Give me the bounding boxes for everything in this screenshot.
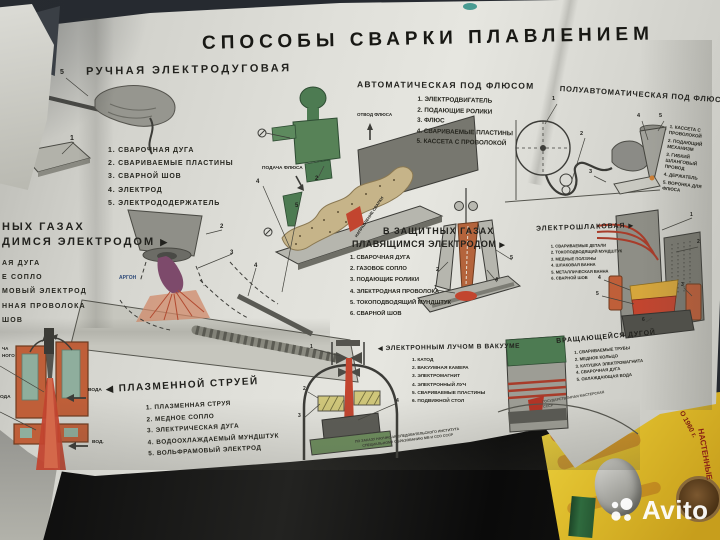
bag-text: НАСТЕННЫЕ (696, 427, 714, 481)
callout-number: 4 (637, 113, 641, 119)
label-gas-fragment: НОГО (2, 353, 15, 358)
label-water-fragment: ОДА (0, 395, 11, 400)
callout-number: 2 (697, 239, 700, 245)
section-title-gas-nonconsumable-line1: НЫХ ГАЗАХ (2, 221, 85, 233)
callout-number: 5 (295, 203, 299, 209)
legend-item: 2. ГАЗОВОЕ СОПЛО (350, 266, 407, 273)
arrow-left-icon: ◀ (377, 346, 384, 353)
callout-number: 6 (642, 317, 645, 323)
callout-number: 4 (396, 398, 399, 404)
legend-semi-auto-flux: 1. КАССЕТА С ПРОВОЛОКОЙ 2. ПОДАЮЩИЙ МЕХА… (662, 124, 720, 197)
label-water: ВОДА (88, 388, 102, 393)
legend-item: Е СОПЛО (2, 274, 43, 282)
legend-gas-consumable: 1. СВАРОЧНАЯ ДУГА 2. ГАЗОВОЕ СОПЛО 3. ПО… (350, 253, 451, 320)
section-title-text: ПЛАВЯЩИМСЯ ЭЛЕКТРОДОМ (352, 239, 497, 249)
label-gas-fragment: ЧА (2, 346, 9, 351)
section-title-gas-consumable-line1: В ЗАЩИТНЫХ ГАЗАХ (383, 226, 495, 236)
bag-text: О 1960 г. (677, 410, 698, 439)
callout-number: 1 (434, 285, 438, 291)
legend-rotating-arc: 1. СВАРИВАЕМЫЕ ТРУБЫ 2. МЕДНОЕ КОЛЬЦО 3.… (574, 344, 645, 384)
legend-ebeam: 1. КАТОД 2. ВАКУУМНАЯ КАМЕРА 3. ЭЛЕКТРОМ… (412, 357, 485, 406)
callout-number: 1 (70, 135, 74, 142)
avito-watermark: Avito (609, 495, 709, 526)
callout-number: 2 (220, 224, 224, 230)
legend-item: МОВЫЙ ЭЛЕКТРОД (2, 288, 87, 296)
legend-item: 1. СВАРОЧНАЯ ДУГА (350, 255, 411, 261)
label-flux-feed: ПОДАЧА ФЛЮСА (262, 166, 303, 171)
legend-manual-arc: 1. СВАРОЧНАЯ ДУГА 2. СВАРИВАЕМЫЕ ПЛАСТИН… (108, 144, 233, 210)
legend-item: 3. ЭЛЕКТРОМАГНИТ (412, 374, 460, 380)
legend-item: 5. СВАРИВАЕМЫЕ ПЛАСТИНЫ (412, 390, 486, 396)
callout-number: 3 (589, 169, 593, 175)
legend-item: ШОВ (2, 316, 24, 324)
legend-gas-nonconsumable: АЯ ДУГА Е СОПЛО МОВЫЙ ЭЛЕКТРОД ННАЯ ПРОВ… (2, 257, 87, 328)
legend-item: 3. СВАРНОЙ ШОВ (108, 173, 182, 181)
legend-item: 4. ЭЛЕКТРОДНАЯ ПРОВОЛОКА (350, 288, 440, 295)
green-book (568, 496, 596, 538)
callout-number: 2 (580, 131, 584, 137)
callout-number: 5 (659, 113, 663, 119)
callout-number: 2 (436, 267, 440, 273)
callout-number: 1 (552, 96, 556, 102)
legend-item: 6. СВАРНОЙ ШОВ (350, 311, 402, 318)
arrow-right-icon: ▶ (499, 242, 506, 249)
legend-item: 3. ПОДАЮЩИЕ РОЛИКИ (350, 277, 419, 284)
section-title-text: ЭЛЕКТРОННЫМ ЛУЧОМ В ВАКУУМЕ (385, 342, 521, 353)
legend-auto-flux: 1. ЭЛЕКТРОДВИГАТЕЛЬ 2. ПОДАЮЩИЕ РОЛИКИ 3… (416, 95, 514, 150)
legend-item: 4. ЭЛЕКТРОД (108, 186, 163, 194)
callout-number: 4 (254, 263, 258, 269)
avito-logo-icon (611, 498, 633, 521)
label-argon: АРГОН (119, 275, 137, 281)
legend-item: ННАЯ ПРОВОЛОКА (2, 302, 86, 310)
callout-number: 4 (256, 179, 260, 185)
legend-electroslag: 1. СВАРИВАЕМЫЕ ДЕТАЛИ 2. ТОКОПОДВОДЯЩИЙ … (551, 242, 623, 282)
section-title-gas-consumable-line2: ПЛАВЯЩИМСЯ ЭЛЕКТРОДОМ ▶ (352, 239, 506, 250)
legend-item: 2. ВАКУУМНАЯ КАМЕРА (412, 366, 469, 372)
section-title-text: ДИМСЯ ЭЛЕКТРОДОМ (2, 236, 156, 248)
legend-item: 6. ПОДВИЖНОЙ СТОЛ (412, 399, 465, 405)
section-title-auto-flux: АВТОМАТИЧЕСКАЯ ПОД ФЛЮСОМ (356, 79, 535, 91)
legend-item: 5. ЭЛЕКТРОДОДЕРЖАТЕЛЬ (108, 199, 221, 207)
callout-number: 1 (690, 212, 693, 218)
callout-number: 2 (303, 386, 306, 392)
label-water-abbr: ВОД. (92, 440, 104, 445)
section-title-gas-nonconsumable-line2: ДИМСЯ ЭЛЕКТРОДОМ ▶ (2, 236, 169, 248)
legend-item: 2. СВАРИВАЕМЫЕ ПЛАСТИНЫ (108, 160, 234, 168)
legend-item: АЯ ДУГА (2, 260, 41, 267)
legend-item: 1. СВАРОЧНАЯ ДУГА (108, 147, 195, 154)
arrow-right-icon: ▶ (628, 223, 635, 230)
callout-number: 5 (596, 291, 599, 297)
callout-number: 4 (495, 277, 499, 283)
legend-item: 6. СВАРНОЙ ШОВ (551, 275, 588, 281)
callout-number: 1 (310, 344, 313, 350)
legend-item: 5. ТОКОПОДВОДЯЩИЙ МУНДШТУК (350, 299, 452, 306)
callout-number: 3 (298, 413, 301, 419)
label-flux-out: ОТВОД ФЛЮСА (357, 112, 393, 117)
teal-smudge (463, 3, 477, 10)
avito-watermark-text: Avito (642, 495, 709, 525)
callout-number: 4 (598, 275, 601, 281)
legend-item: 1. КАТОД (412, 358, 434, 363)
callout-number: 5 (60, 69, 64, 76)
callout-number: 3 (681, 282, 684, 288)
callout-number: 5 (510, 255, 514, 261)
callout-number: 2 (315, 176, 319, 182)
arrow-left-icon: ◀ (105, 383, 115, 394)
callout-number: 3 (230, 250, 234, 256)
legend-plasma: 1. ПЛАЗМЕННАЯ СТРУЯ 2. МЕДНОЕ СОПЛО 3. Э… (146, 396, 280, 461)
arrow-right-icon: ▶ (160, 237, 170, 247)
legend-item: 4. ЭЛЕКТРОННЫЙ ЛУЧ (412, 382, 467, 388)
